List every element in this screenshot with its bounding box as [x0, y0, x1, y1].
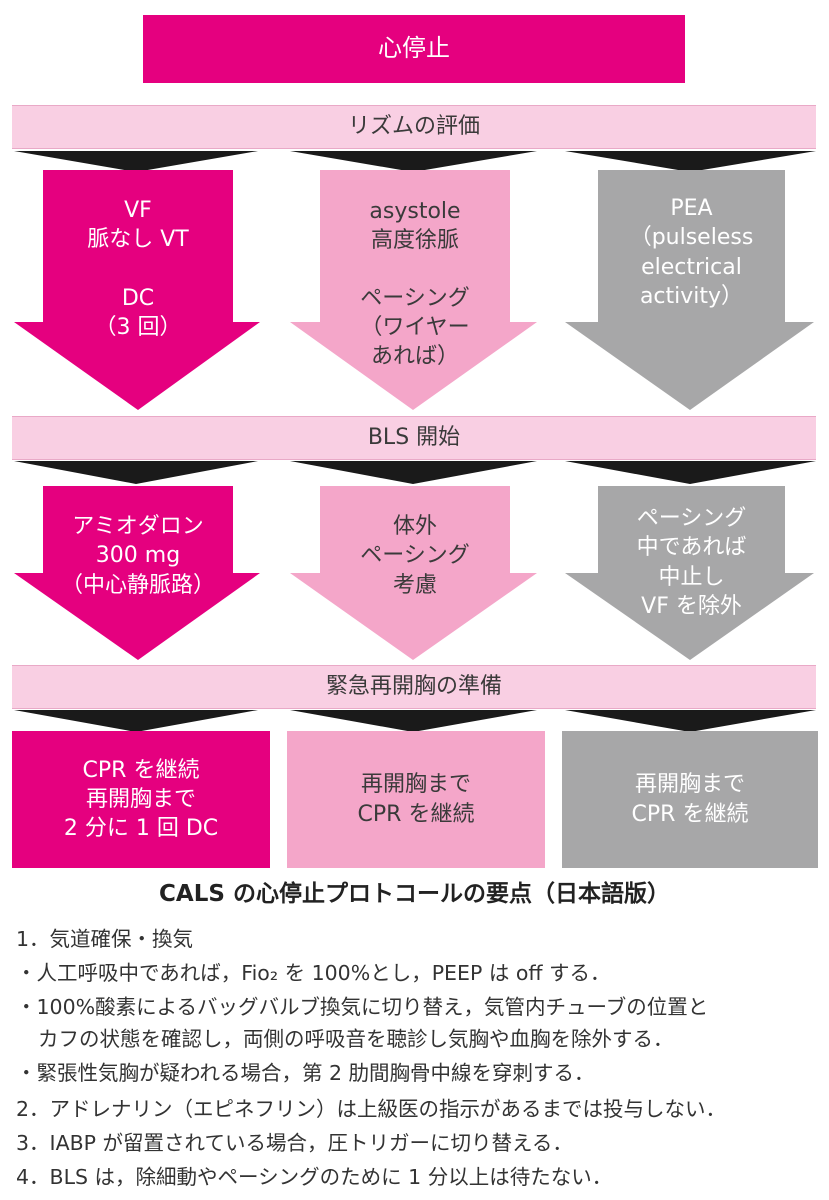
connector-6	[565, 461, 816, 484]
connector-5	[290, 461, 537, 484]
end-box-pea-shape	[562, 731, 818, 868]
note-line-2: ・人工呼吸中であれば，Fio₂ を 100%とし，PEEP は off する．	[16, 961, 611, 985]
arrow-vf	[14, 170, 260, 410]
amiodarone-text: アミオダロン 300 mg （中心静脈路）	[60, 514, 215, 598]
note-line-3: ・100%酸素によるバッグバルブ換気に切り替え，気管内チューブの位置と	[16, 995, 709, 1019]
vf-vt-text: VF 脈なし VT DC （3 回）	[87, 198, 189, 340]
emergency-reopen-band: 緊急再開胸の準備	[12, 665, 816, 709]
connector-9	[565, 710, 816, 732]
connector-1	[14, 151, 258, 172]
arrow-pea	[565, 170, 814, 410]
asystole-text: asystole 高度徐脈 ペーシング （ワイヤー あれば）	[360, 198, 470, 370]
connector-2	[290, 151, 537, 172]
cpr-until-reopen-text-pink: 再開胸まで CPR を継続	[357, 772, 475, 827]
arrow-stop-pacing	[565, 486, 814, 660]
note-line-4: カフの状態を確認し，両側の呼吸音を聴診し気胸や血胸を除外する．	[38, 1027, 674, 1051]
pea-text: PEA （pulseless electrical activity）	[629, 196, 754, 309]
note-line-8: 4．BLS は，除細動やペーシングのために 1 分以上は待たない．	[16, 1165, 613, 1189]
bls-start-label: BLS 開始	[367, 425, 461, 451]
note-line-5: ・緊張性気胸が疑われる場合，第 2 肋間胸骨中線を穿刺する．	[16, 1061, 595, 1085]
arrow-amiodarone	[14, 486, 260, 660]
external-pacing-text: 体外 ペーシング 考慮	[360, 514, 470, 598]
connector-3	[565, 151, 816, 172]
cardiac-arrest-box: 心停止	[143, 15, 685, 83]
arrow-asystole	[290, 170, 537, 410]
cpr-until-reopen-text-gray: 再開胸まで CPR を継続	[631, 772, 749, 827]
note-line-7: 3．IABP が留置されている場合，圧トリガーに切り替える．	[16, 1131, 573, 1155]
connector-8	[290, 710, 537, 732]
note-line-1: 1．気道確保・換気	[16, 927, 194, 951]
bls-start-band: BLS 開始	[12, 416, 816, 460]
emergency-reopen-label: 緊急再開胸の準備	[325, 674, 502, 700]
rhythm-assessment-band: リズムの評価	[12, 105, 816, 149]
stop-pacing-text: ペーシング 中であれば 中止し VF を除外	[636, 506, 747, 619]
connector-4	[14, 461, 258, 484]
protocol-summary-title: CALS の心停止プロトコールの要点（日本語版）	[159, 881, 670, 907]
cardiac-arrest-label: 心停止	[378, 34, 450, 63]
end-box-vf-shape	[12, 731, 270, 868]
rhythm-assessment-label: リズムの評価	[347, 114, 480, 140]
connector-7	[14, 710, 258, 732]
end-box-asystole-shape	[287, 731, 545, 868]
note-line-6: 2．アドレナリン（エピネフリン）は上級医の指示があるまでは投与しない．	[16, 1097, 727, 1121]
cpr-continue-dc-text: CPR を継続 再開胸まで 2 分に 1 回 DC	[63, 757, 219, 842]
arrow-external-pacing	[290, 486, 537, 660]
